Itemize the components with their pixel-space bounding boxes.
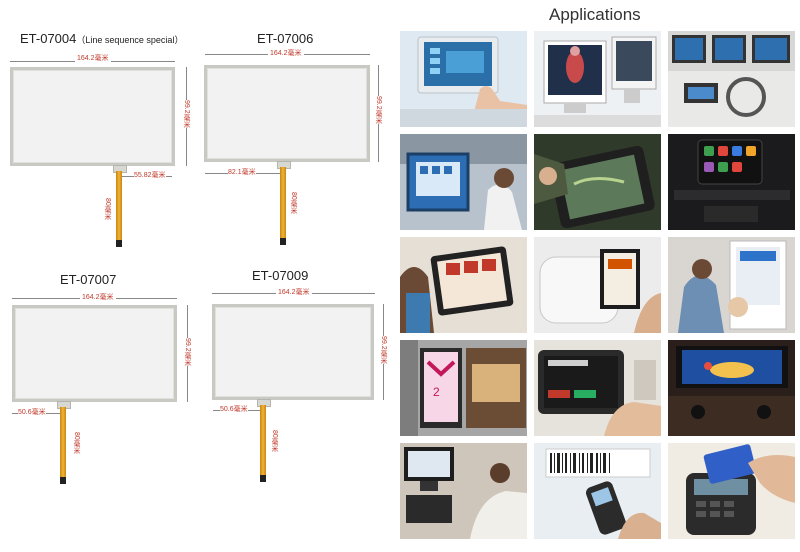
panel-3-height: 99.2毫米 — [183, 338, 191, 366]
panel-2-width: 164.2毫米 — [268, 50, 304, 58]
panel-4-glass — [212, 304, 374, 400]
ship-console-icon — [668, 31, 795, 127]
panel-3-tail-offset: 50.6毫米 — [18, 409, 46, 417]
panel-4-tail-offset: 50.6毫米 — [220, 406, 248, 414]
panel-3-width: 164.2毫米 — [80, 294, 116, 302]
pos-register-icon — [400, 443, 527, 539]
medical-monitor-icon — [400, 31, 527, 127]
panel-2-cable — [280, 167, 286, 239]
panel-1-height: 99.2毫米 — [182, 100, 190, 128]
industrial-hmi-icon — [400, 134, 527, 230]
elevator-display-icon: 2 — [400, 340, 527, 436]
panel-4-width: 164.2毫米 — [276, 289, 312, 297]
panel-2-tail-offset: 82.1毫米 — [228, 169, 256, 177]
panel-1-width: 164.2毫米 — [75, 55, 111, 63]
rugged-tablet-icon — [534, 134, 661, 230]
panel-3-tail-length: 80毫米 — [73, 432, 80, 454]
self-service-kiosk-icon — [668, 237, 795, 333]
panel-2-height: 99.2毫米 — [374, 96, 382, 124]
panel-1-cable — [116, 171, 122, 241]
svg-text:2: 2 — [433, 385, 440, 399]
panel-3-cable — [60, 407, 66, 478]
panel-4-tail-length: 80毫米 — [271, 430, 278, 452]
panel-3-glass — [12, 305, 177, 402]
applications-title: Applications — [549, 5, 641, 24]
meeting-room-panel-icon — [534, 340, 661, 436]
xray-screen-icon — [534, 31, 661, 127]
arcade-console-icon — [668, 340, 795, 436]
panel-3-model: ET-07007 — [60, 272, 117, 287]
panel-1-tail-length: 80毫米 — [104, 198, 111, 220]
panel-2-glass — [204, 65, 370, 162]
panel-4-model: ET-07009 — [252, 268, 309, 283]
ordering-terminal-icon — [534, 237, 661, 333]
panel-1-tail-offset: 55.82毫米 — [134, 172, 166, 180]
card-payment-icon — [668, 443, 795, 539]
restaurant-kiosk-icon — [400, 237, 527, 333]
panel-2-model: ET-07006 — [257, 31, 314, 46]
panel-2-tail-length: 80毫米 — [290, 192, 297, 214]
panel-4-height: 99.2毫米 — [379, 336, 387, 364]
barcode-scanner-icon — [534, 443, 661, 539]
panel-1-model: ET-07004（Line sequence special） — [20, 31, 184, 46]
panel-1-subtitle: （Line sequence special） — [76, 35, 184, 45]
panel-4-cable — [260, 405, 266, 476]
panel-1-glass — [10, 67, 175, 166]
car-dashboard-icon — [668, 134, 795, 230]
